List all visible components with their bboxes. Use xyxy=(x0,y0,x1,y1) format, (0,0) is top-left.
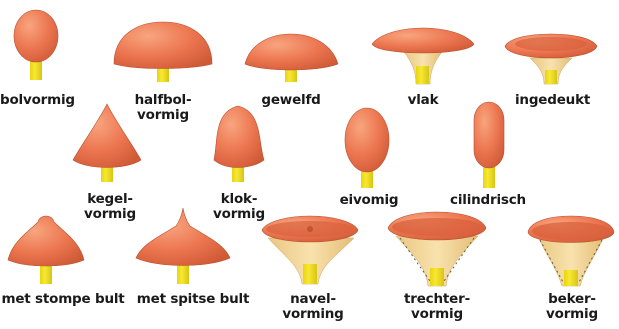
bekervormig-mushroom xyxy=(528,216,614,286)
met-stompe-bult-mushroom xyxy=(8,216,84,284)
halfbolvormig-mushroom xyxy=(114,22,212,82)
klokvormig-mushroom xyxy=(214,106,264,182)
label-ingedeukt: ingedeukt xyxy=(515,93,589,108)
navelvorming-mushroom xyxy=(262,216,358,284)
label-bolvormig: bolvormig xyxy=(0,93,74,108)
label-met-stompe-bult: met stompe bult xyxy=(0,292,126,307)
label-eivomig: eivomig xyxy=(337,193,401,208)
label-met-spitse-bult: met spitse bult xyxy=(134,292,252,307)
cilindrisch-mushroom xyxy=(474,102,504,188)
label-kegelvormig: kegel-vormig xyxy=(84,192,136,222)
label-cilindrisch: cilindrisch xyxy=(446,193,530,208)
vlak-mushroom xyxy=(372,28,474,84)
label-gewelfd: gewelfd xyxy=(258,93,324,108)
label-navelvorming: navel-vorming xyxy=(280,292,346,322)
label-bekervormig: beker-vormig xyxy=(542,292,602,322)
eivomig-mushroom xyxy=(345,108,389,188)
ingedeukt-mushroom xyxy=(505,34,597,84)
bolvormig-mushroom xyxy=(14,10,58,80)
label-vlak: vlak xyxy=(400,93,446,108)
trechtervormig-mushroom xyxy=(388,212,486,286)
label-klokvormig: klok-vormig xyxy=(212,192,266,222)
label-halfbolvormig: halfbol-vormig xyxy=(130,93,196,123)
gewelfd-mushroom xyxy=(245,34,338,82)
label-trechtervormig: trechter-vormig xyxy=(400,292,474,322)
